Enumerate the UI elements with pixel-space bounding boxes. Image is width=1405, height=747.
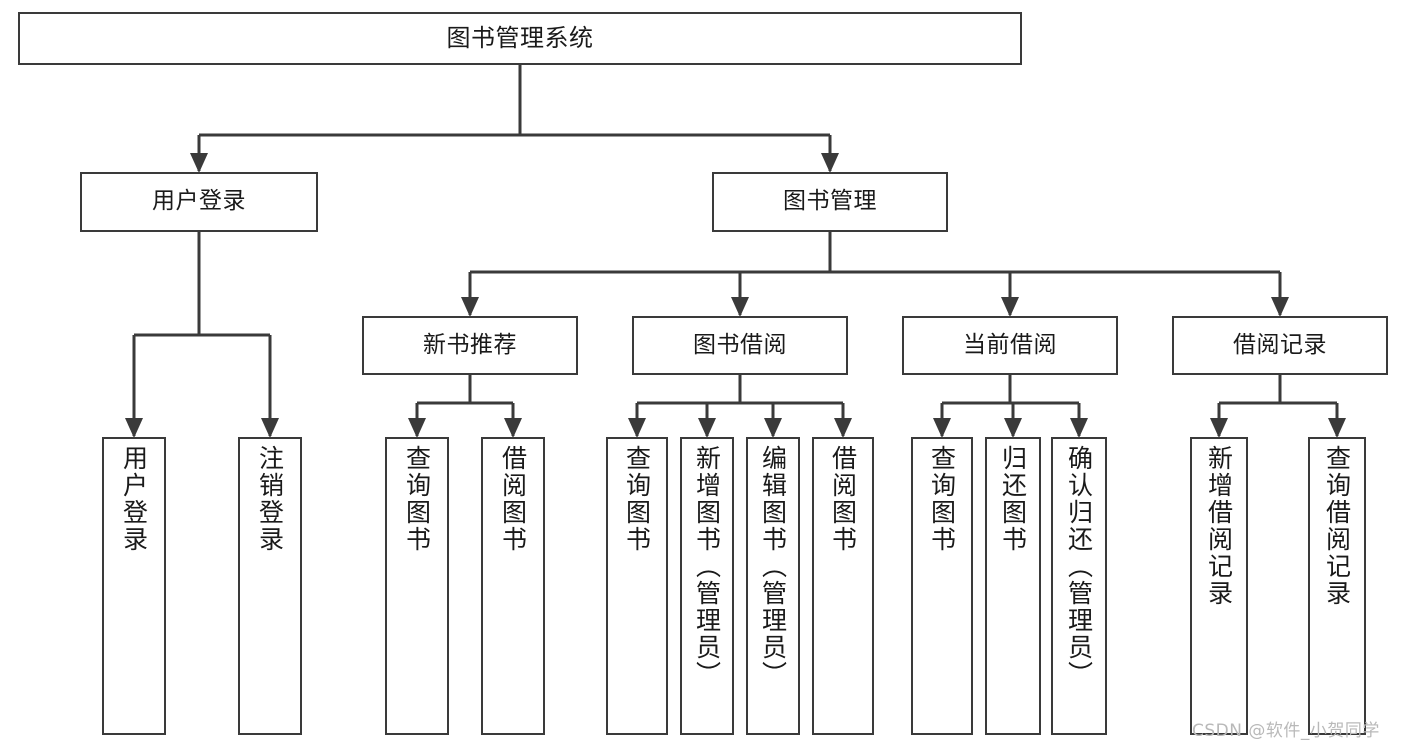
node-label: 查询图书 [622, 445, 652, 553]
arrow-head [698, 418, 716, 438]
node-borrow-record[interactable]: 借阅记录 [1172, 316, 1388, 375]
arrow-head [125, 418, 143, 438]
node-leaf-query-book-2[interactable]: 查询图书 [606, 437, 668, 735]
arrow-head [261, 418, 279, 438]
node-label: 查询图书 [402, 445, 432, 553]
node-leaf-add-book[interactable]: 新增图书（管理员） [680, 437, 734, 735]
arrow-head [821, 153, 839, 173]
arrow-head [504, 418, 522, 438]
node-user-login[interactable]: 用户登录 [80, 172, 318, 232]
arrow-head [1271, 297, 1289, 317]
watermark-text: CSDN @软件_小贺同学 [1192, 721, 1380, 741]
node-label: 确认归还（管理员） [1064, 445, 1094, 688]
arrow-head [731, 297, 749, 317]
node-leaf-return-book[interactable]: 归还图书 [985, 437, 1041, 735]
node-label: 归还图书 [998, 445, 1028, 553]
arrow-head [408, 418, 426, 438]
arrow-head [628, 418, 646, 438]
node-leaf-query-book-3[interactable]: 查询图书 [911, 437, 973, 735]
node-label: 图书管理 [783, 188, 877, 215]
node-label: 图书借阅 [693, 331, 787, 358]
node-leaf-user-login[interactable]: 用户登录 [102, 437, 166, 735]
arrow-head [1210, 418, 1228, 438]
node-label: 借阅记录 [1233, 331, 1327, 358]
node-leaf-borrow-book-1[interactable]: 借阅图书 [481, 437, 545, 735]
node-label: 当前借阅 [963, 331, 1057, 358]
node-label: 新增图书（管理员） [692, 445, 722, 688]
arrow-head [933, 418, 951, 438]
arrow-head [190, 153, 208, 173]
arrow-head [1070, 418, 1088, 438]
node-leaf-logout[interactable]: 注销登录 [238, 437, 302, 735]
node-leaf-query-record[interactable]: 查询借阅记录 [1308, 437, 1366, 735]
node-leaf-query-book-1[interactable]: 查询图书 [385, 437, 449, 735]
arrow-head [764, 418, 782, 438]
node-root[interactable]: 图书管理系统 [18, 12, 1022, 65]
node-label: 注销登录 [255, 445, 285, 553]
arrow-head [834, 418, 852, 438]
node-label: 借阅图书 [498, 445, 528, 553]
node-label: 查询借阅记录 [1322, 445, 1352, 607]
node-label: 新书推荐 [423, 331, 517, 358]
node-new-book-rec[interactable]: 新书推荐 [362, 316, 578, 375]
arrow-head [461, 297, 479, 317]
node-leaf-confirm-return[interactable]: 确认归还（管理员） [1051, 437, 1107, 735]
arrow-head [1001, 297, 1019, 317]
node-book-borrow[interactable]: 图书借阅 [632, 316, 848, 375]
node-current-borrow[interactable]: 当前借阅 [902, 316, 1118, 375]
node-leaf-edit-book[interactable]: 编辑图书（管理员） [746, 437, 800, 735]
node-label: 图书管理系统 [446, 24, 594, 53]
node-book-manage[interactable]: 图书管理 [712, 172, 948, 232]
node-label: 借阅图书 [828, 445, 858, 553]
node-leaf-borrow-book-2[interactable]: 借阅图书 [812, 437, 874, 735]
arrow-head [1004, 418, 1022, 438]
node-label: 查询图书 [927, 445, 957, 553]
arrow-head [1328, 418, 1346, 438]
node-label: 用户登录 [119, 445, 149, 553]
node-label: 编辑图书（管理员） [758, 445, 788, 688]
node-leaf-add-record[interactable]: 新增借阅记录 [1190, 437, 1248, 735]
node-label: 用户登录 [152, 188, 246, 215]
node-label: 新增借阅记录 [1204, 445, 1234, 607]
